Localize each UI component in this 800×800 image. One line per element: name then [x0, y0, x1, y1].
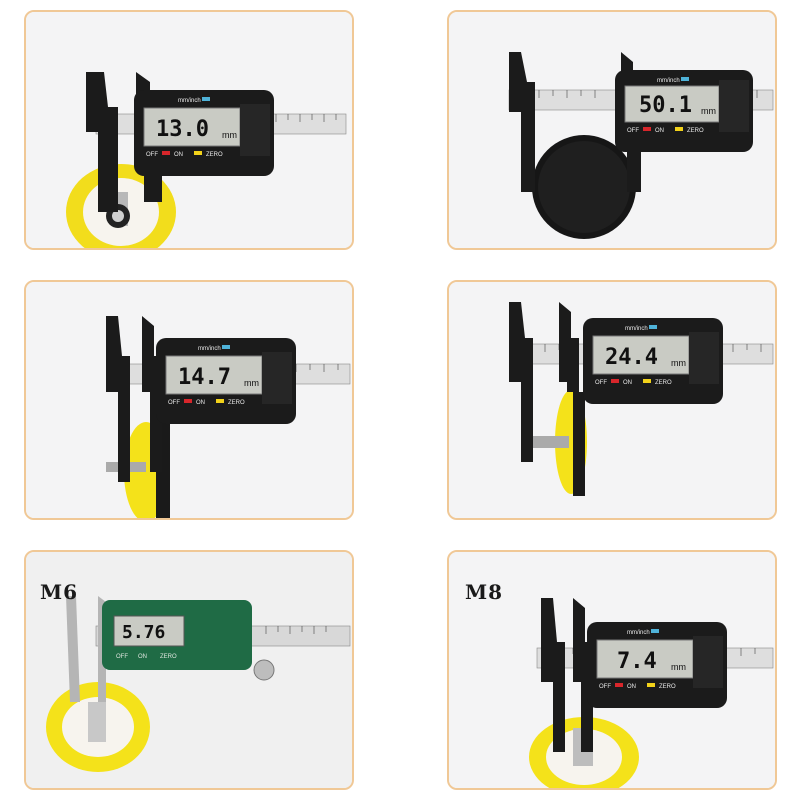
photo-panel-6: 7.4 mm mm/inch OFF ON ZERO M8 — [447, 550, 777, 790]
mode-button-label: mm/inch — [198, 346, 221, 352]
lcd-reading: 50.1 — [639, 93, 692, 118]
on-label: ON — [174, 152, 183, 158]
off-button — [643, 127, 651, 131]
off-label: OFF — [595, 380, 607, 386]
caliper-photo-4: 24.4 mm mm/inch OFF ON ZERO — [449, 282, 775, 518]
lcd-screen — [596, 639, 694, 679]
fixed-jaw — [509, 302, 533, 462]
lcd-unit: mm — [671, 662, 686, 672]
on-label: ON — [623, 380, 632, 386]
on-label: ON — [138, 654, 147, 660]
caliper-photo-2: 50.1 mm mm/inch OFF ON ZERO — [449, 12, 775, 248]
lcd-screen — [165, 355, 263, 395]
off-button — [184, 399, 192, 403]
lcd-screen — [592, 335, 690, 375]
on-label: ON — [627, 684, 636, 690]
on-label: ON — [655, 128, 664, 134]
photo-panel-4: 24.4 mm mm/inch OFF ON ZERO — [447, 280, 777, 520]
lcd-unit: mm — [701, 106, 716, 116]
lcd-unit: mm — [671, 358, 686, 368]
caliper-photo-3: 14.7 mm mm/inch OFF ON ZERO — [26, 282, 352, 518]
mode-button-label: mm/inch — [625, 326, 648, 332]
lcd-reading: 7.4 — [617, 649, 657, 674]
photo-panel-5: 5.76 OFF ON ZERO M6 — [24, 550, 354, 790]
fixed-jaw — [509, 52, 535, 192]
lcd-unit: mm — [244, 378, 259, 388]
off-button — [615, 683, 623, 687]
lcd-reading: 13.0 — [156, 117, 209, 142]
fixed-jaw — [86, 72, 118, 212]
lcd-unit: mm — [222, 130, 237, 140]
zero-button — [216, 399, 224, 403]
photo-panel-3: 14.7 mm mm/inch OFF ON ZERO — [24, 280, 354, 520]
zero-label: ZERO — [160, 654, 177, 660]
fixed-jaw — [106, 316, 130, 482]
zero-label: ZERO — [687, 128, 704, 134]
lcd-screen — [113, 615, 185, 647]
zero-button — [675, 127, 683, 131]
sliding-jaw — [573, 598, 593, 752]
off-label: OFF — [146, 152, 158, 158]
zero-label: ZERO — [659, 684, 676, 690]
zero-label: ZERO — [228, 400, 245, 406]
off-label: OFF — [599, 684, 611, 690]
mode-button-label: mm/inch — [657, 78, 680, 84]
off-label: OFF — [116, 654, 128, 660]
photo-panel-1: 13.0 mm mm/inch OFF ON ZERO — [24, 10, 354, 250]
off-label: OFF — [627, 128, 639, 134]
sliding-jaw — [142, 316, 162, 472]
sliding-jaw — [559, 302, 579, 392]
caliper-photo-5: 5.76 OFF ON ZERO — [26, 552, 352, 788]
zero-button — [647, 683, 655, 687]
photo-panel-2: 50.1 mm mm/inch OFF ON ZERO — [447, 10, 777, 250]
m8-label: M8 — [465, 580, 504, 604]
mode-button-label: mm/inch — [627, 630, 650, 636]
on-label: ON — [196, 400, 205, 406]
caliper-photo-6: 7.4 mm mm/inch OFF ON ZERO — [449, 552, 775, 788]
lcd-reading: 14.7 — [178, 365, 231, 390]
zero-label: ZERO — [206, 152, 223, 158]
fixed-jaw — [541, 598, 565, 752]
mode-button-label: mm/inch — [178, 98, 201, 104]
lcd-reading: 24.4 — [605, 345, 658, 370]
off-button — [162, 151, 170, 155]
off-label: OFF — [168, 400, 180, 406]
caliper-photo-1: 13.0 mm mm/inch OFF ON ZERO — [26, 12, 352, 248]
fixed-jaw — [66, 596, 80, 702]
zero-button — [643, 379, 651, 383]
zero-button — [194, 151, 202, 155]
lcd-reading: 5.76 — [122, 622, 165, 643]
zero-label: ZERO — [655, 380, 672, 386]
lcd-screen — [143, 107, 241, 147]
off-button — [611, 379, 619, 383]
m6-label: M6 — [40, 580, 79, 604]
